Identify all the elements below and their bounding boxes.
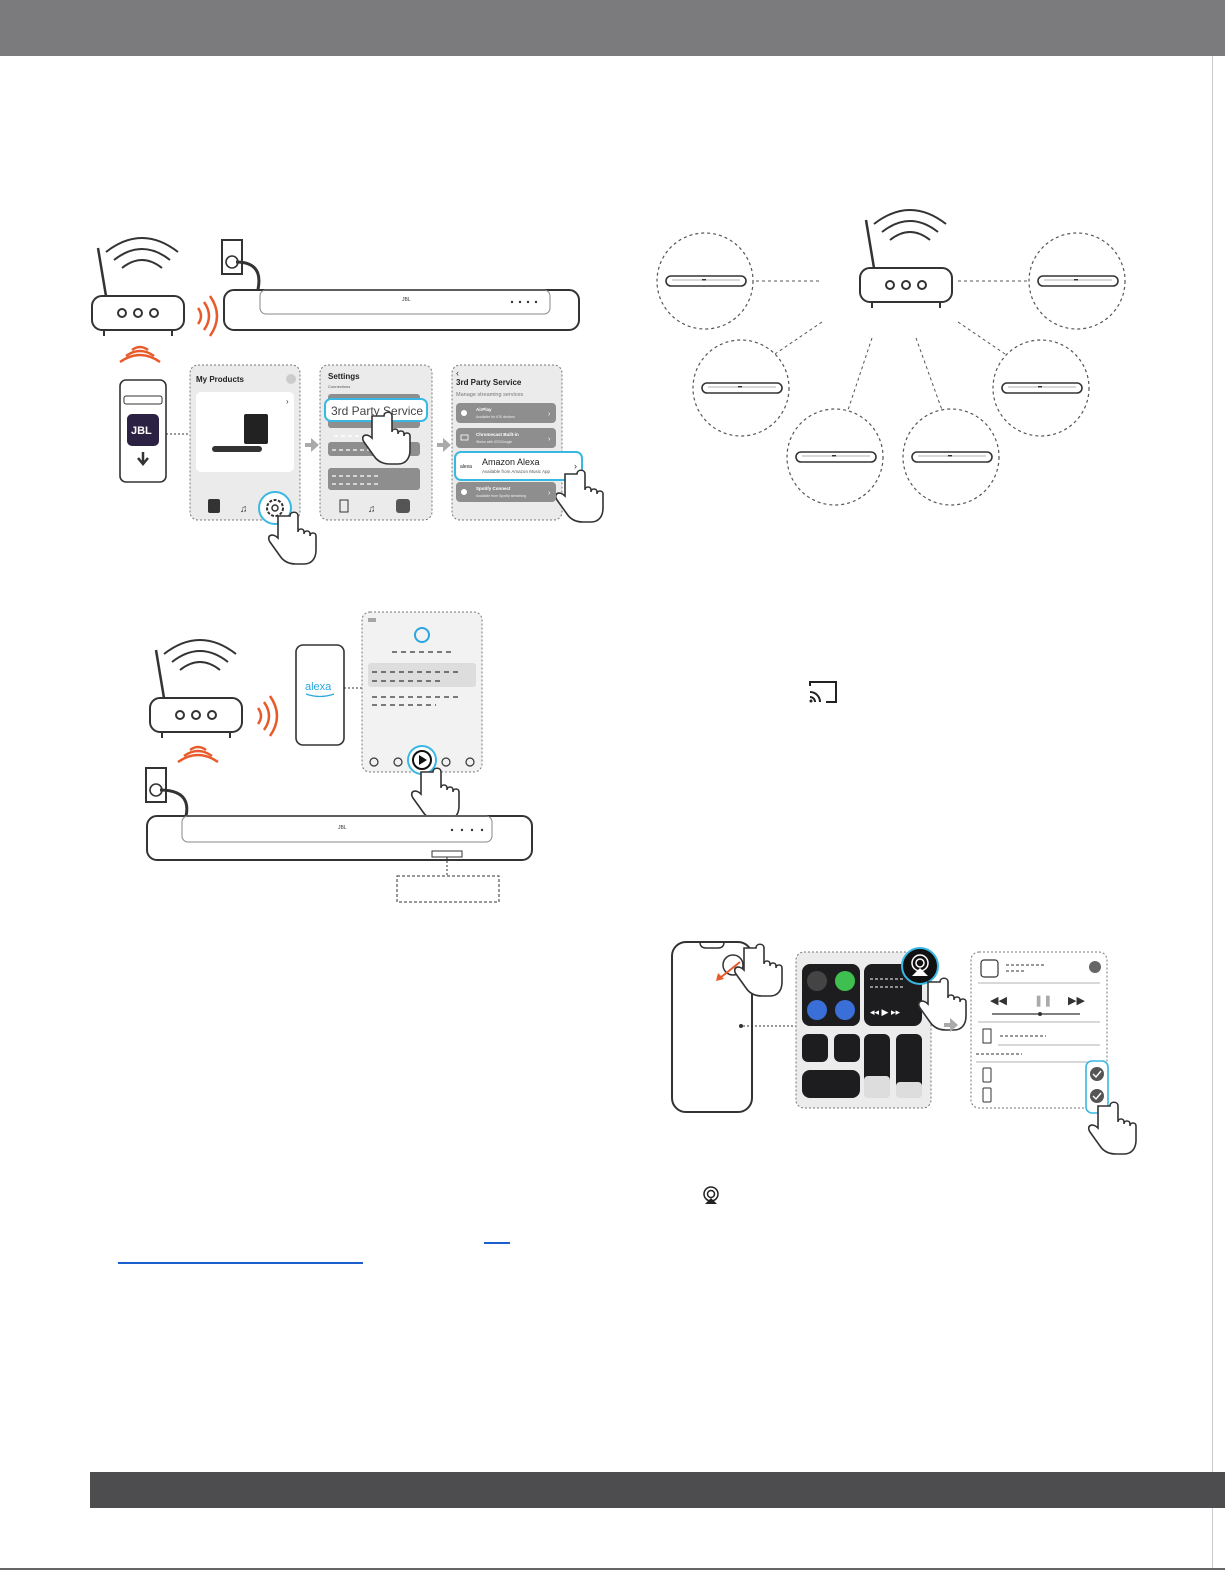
hyperlink-underline-2[interactable]	[118, 1262, 363, 1264]
svg-text:◂◂ ▶ ▸▸: ◂◂ ▶ ▸▸	[870, 1007, 900, 1017]
svg-text:alexa: alexa	[460, 464, 472, 470]
phone-alexa-app: alexa	[295, 644, 362, 746]
third-party-title: 3rd Party Service	[456, 378, 522, 387]
top-header-bar	[0, 0, 1225, 56]
svg-text:AirPlay: AirPlay	[476, 407, 492, 412]
settings-panel: Settings Connections 3rd Party Service ♫	[319, 364, 433, 521]
wifi-signal-down-2	[177, 745, 219, 764]
chromecast-row[interactable]: Chromecast Built-in Works with iOS/Googl…	[456, 428, 556, 448]
wifi-signal-right	[196, 295, 219, 337]
svg-text:›: ›	[286, 397, 289, 406]
wifi-signal-down	[119, 345, 161, 364]
soundbar-logo-2: JBL	[338, 825, 347, 831]
svg-text:›: ›	[574, 461, 577, 471]
alexa-app-panel	[361, 611, 483, 821]
svg-text:Available for iOS devices: Available for iOS devices	[476, 415, 515, 419]
soundbar-figure1: JBL	[223, 289, 580, 331]
iphone-figure	[671, 941, 796, 1113]
tap-hand-icon	[410, 767, 460, 821]
my-products-title: My Products	[196, 375, 245, 384]
third-party-service-button[interactable]: 3rd Party Service	[324, 398, 428, 422]
svg-text:♫: ♫	[368, 504, 376, 515]
third-party-subtitle: Manage streaming services	[456, 392, 524, 398]
bottom-rule	[0, 1568, 1225, 1570]
hyperlink-underline-1[interactable]	[484, 1242, 510, 1244]
control-center-panel: ◂◂ ▶ ▸▸	[795, 947, 967, 1109]
svg-text:Works with iOS/Google: Works with iOS/Google	[476, 440, 512, 444]
spotify-row[interactable]: Spotify Connect Available from Spotify s…	[456, 482, 556, 502]
airplay-button-icon[interactable]	[901, 947, 939, 985]
play-icon[interactable]	[407, 745, 437, 775]
amazon-alexa-row[interactable]: alexa Amazon Alexa Available from Amazon…	[454, 451, 583, 481]
soundbar-logo: JBL	[402, 297, 411, 303]
chromecast-icon	[809, 681, 837, 703]
svg-text:▶▶: ▶▶	[1068, 995, 1085, 1007]
svg-text:❚❚: ❚❚	[1034, 995, 1052, 1007]
checkmark-icon[interactable]	[1090, 1089, 1104, 1103]
svg-text:3rd Party Service: 3rd Party Service	[331, 404, 423, 418]
my-products-panel: My Products › ♫	[189, 364, 317, 565]
airplay-row[interactable]: AirPlay Available for iOS devices ›	[456, 403, 556, 423]
footer-bar	[90, 1472, 1225, 1508]
jbl-app-logo: JBL	[131, 425, 152, 437]
checkmark-icon[interactable]	[1090, 1067, 1104, 1081]
router-figure2	[148, 638, 244, 740]
svg-text:♫: ♫	[240, 504, 248, 515]
svg-text:Amazon Alexa: Amazon Alexa	[482, 457, 540, 467]
settings-title: Settings	[328, 372, 360, 381]
right-margin-line	[1212, 56, 1213, 1568]
connections-label: Connections	[328, 384, 350, 389]
alexa-app-logo: alexa	[305, 681, 332, 693]
svg-text:›: ›	[548, 411, 551, 418]
svg-text:Available from Spotify streami: Available from Spotify streaming	[476, 494, 526, 498]
svg-text:Available from Amazon Music Ap: Available from Amazon Music App	[482, 469, 550, 474]
svg-text:Spotify Connect: Spotify Connect	[476, 486, 511, 491]
svg-text:Chromecast Built-in: Chromecast Built-in	[476, 432, 519, 437]
third-party-panel: ‹ 3rd Party Service Manage streaming ser…	[451, 364, 604, 523]
multiroom-diagram	[656, 208, 1126, 506]
soundbar-figure2: JBL	[146, 815, 533, 903]
airplay-icon	[703, 1186, 719, 1204]
svg-text:›: ›	[548, 436, 551, 443]
phone-jbl-app: JBL	[119, 379, 190, 483]
flow-arrow-fig4	[944, 1018, 958, 1032]
svg-text:◀◀: ◀◀	[990, 995, 1007, 1007]
wifi-signal-right-2	[256, 695, 279, 737]
svg-text:‹: ‹	[456, 368, 459, 378]
svg-text:›: ›	[548, 490, 551, 497]
router-figure1	[90, 236, 186, 338]
flow-arrows-fig1	[305, 438, 451, 452]
airplay-device-list-panel: ◀◀ ❚❚ ▶▶	[970, 951, 1137, 1155]
